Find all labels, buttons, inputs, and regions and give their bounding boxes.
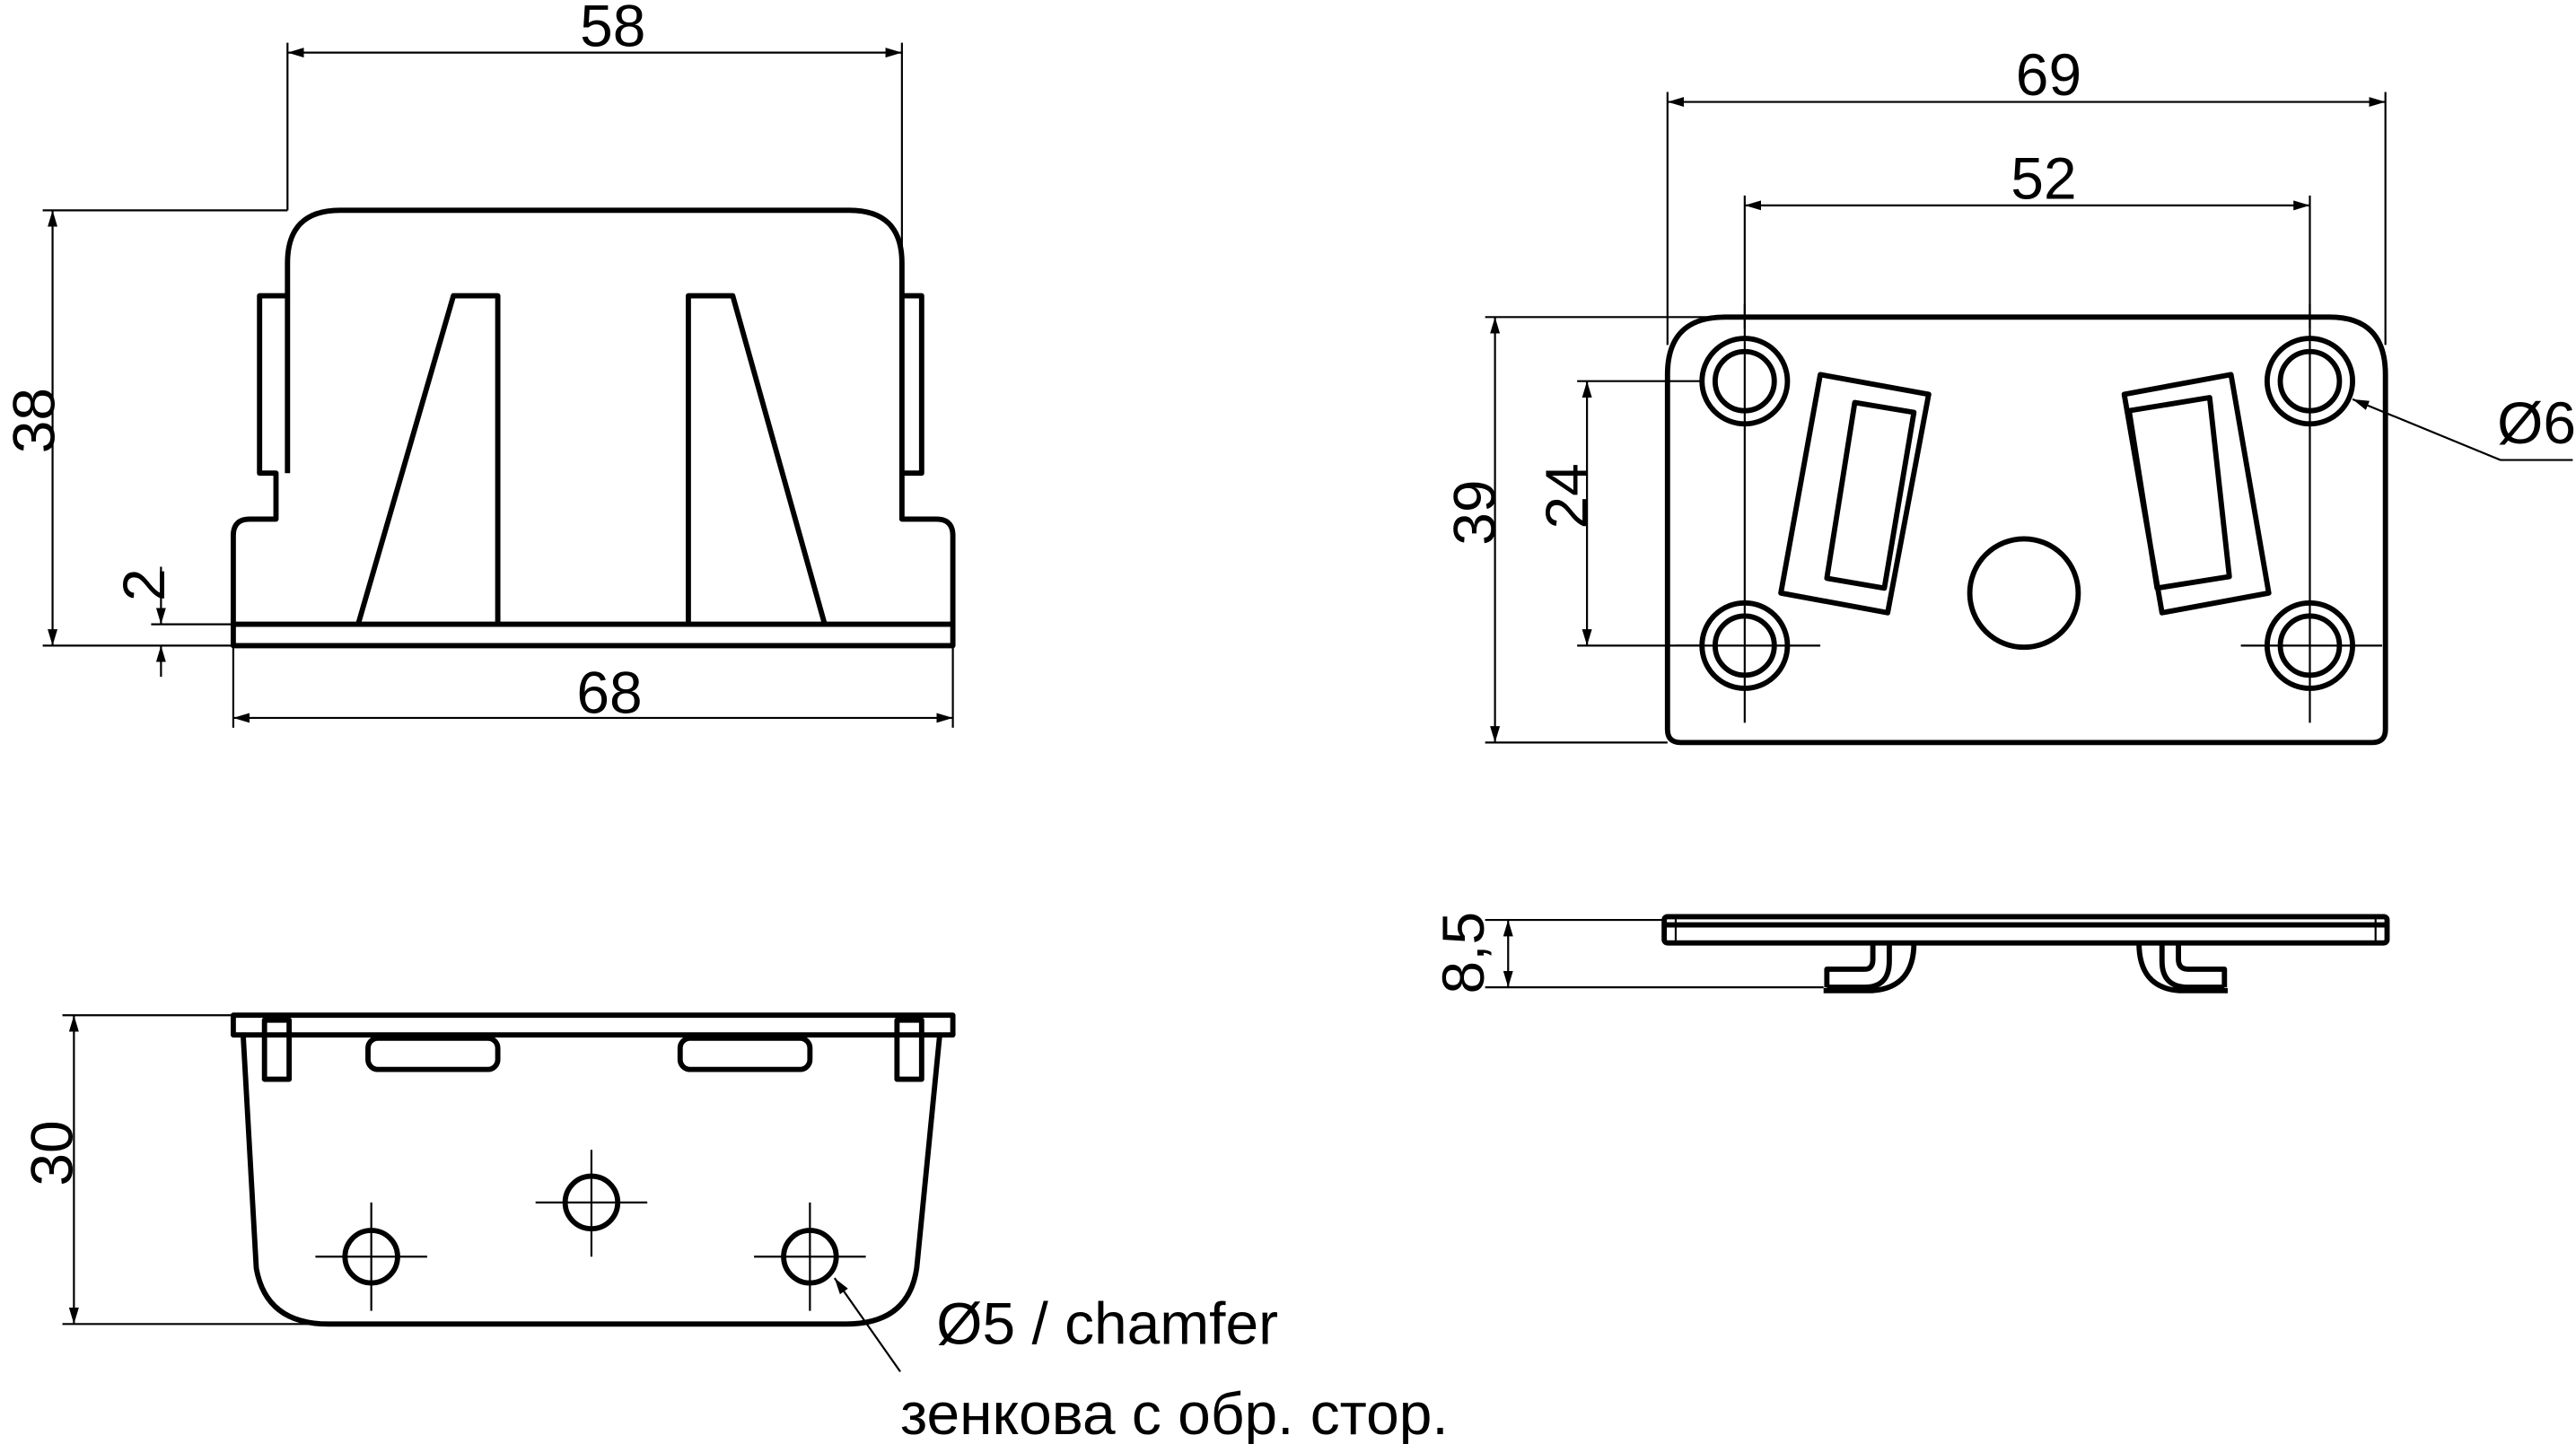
side-view: 8,5 (1430, 912, 2390, 994)
dim-58: 58 (580, 0, 645, 58)
dim-68: 68 (576, 659, 642, 725)
dim-38: 38 (0, 388, 66, 453)
plate-outline (1664, 314, 2388, 746)
holes (315, 1150, 866, 1311)
bottom-view: 30 Ø5 / chamfer зенкова с обр. стор. (19, 1012, 1449, 1444)
right-rib (685, 293, 828, 626)
dim-8-5: 8,5 (1430, 912, 1496, 994)
left-slot (1778, 372, 1932, 616)
dim-30: 30 (19, 1120, 85, 1186)
mounting-holes (1675, 303, 2383, 723)
front-outline (230, 207, 956, 649)
hole-note: Ø5 / chamfer (936, 1290, 1278, 1356)
dim-52: 52 (2011, 145, 2076, 212)
left-slot (365, 1035, 501, 1072)
hole-note-ru: зенкова с обр. стор. (900, 1380, 1449, 1444)
top-view: 69 52 39 24 Ø6 (1441, 41, 2576, 746)
right-hook (2136, 942, 2228, 993)
dim-2: 2 (110, 568, 177, 601)
front-view: 58 38 2 68 (0, 0, 956, 728)
left-hook (1823, 942, 1917, 993)
left-rib (355, 293, 501, 626)
center-hole (1967, 536, 2081, 651)
right-slot (2121, 372, 2272, 616)
dim-39: 39 (1441, 479, 1508, 545)
bottom-outline (230, 1012, 956, 1327)
dim-24: 24 (1533, 463, 1599, 529)
right-slot (677, 1035, 813, 1072)
hole-diameter-label: Ø6 (2497, 389, 2576, 456)
dim-69: 69 (2016, 41, 2081, 108)
